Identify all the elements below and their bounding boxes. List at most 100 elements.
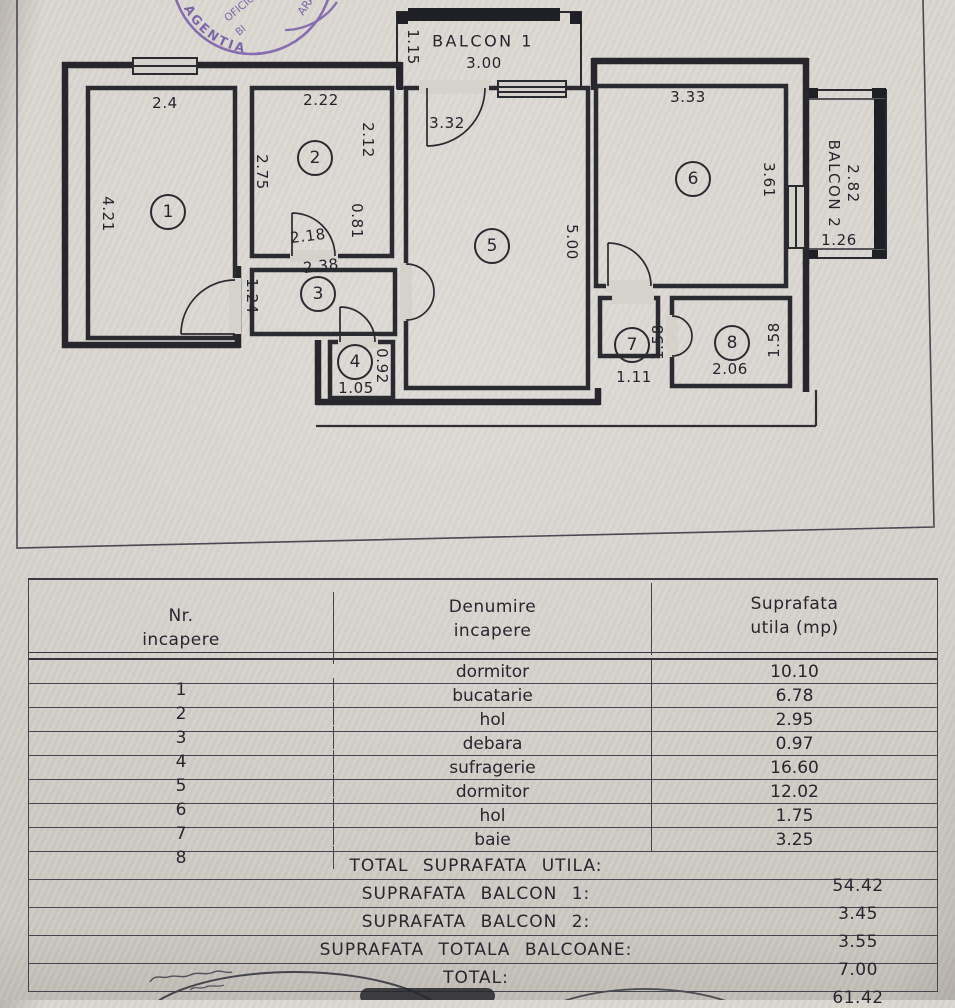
balcony2-width: 2.82 xyxy=(844,164,862,204)
header-double-line xyxy=(29,653,937,660)
dim-room6-width: 3.33 xyxy=(670,88,706,106)
total-label: SUPRAFATA BALCON 2: xyxy=(361,911,591,932)
room-number-4: 4 xyxy=(337,344,373,380)
balcony2-name: BALCON 2 xyxy=(825,139,843,229)
cell-name: dormitor xyxy=(334,780,652,803)
total-label: TOTAL SUPRAFATA UTILA: xyxy=(349,855,603,876)
cell-name: hol xyxy=(334,708,652,731)
dim-room1-height: 4.21 xyxy=(99,196,117,232)
cell-nr: 6 xyxy=(29,798,334,821)
handwriting-scribble-2 xyxy=(189,984,225,991)
stamp-fragment: ARA xyxy=(295,0,319,18)
cell-nr: 4 xyxy=(29,750,334,773)
header-nr-line2: incapere xyxy=(142,630,220,650)
cell-area: 16.60 xyxy=(770,757,819,778)
table-row: 8 baie 3.25 xyxy=(29,828,937,869)
dim-room2-left: 2.75 xyxy=(253,154,271,190)
round-stamp: AGENTIA OFICIU BI ARA xyxy=(174,0,338,56)
cell-name: baie xyxy=(334,828,652,851)
door-openings xyxy=(229,80,678,357)
table-row: 3 hol 2.95 xyxy=(29,708,937,749)
balcony2-depth: 1.26 xyxy=(821,231,857,249)
balcony1-width: 3.00 xyxy=(466,54,502,72)
cell-name: dormitor xyxy=(334,660,652,683)
total-value: 54.42 xyxy=(832,875,884,896)
dim-room3-left: 1.24 xyxy=(243,278,261,314)
header-suprafata: Suprafata utila (mp) xyxy=(652,580,937,652)
balcony1-depth: 1.15 xyxy=(404,29,422,65)
cell-nr: 8 xyxy=(29,846,334,869)
dim-room8-width: 2.06 xyxy=(712,360,748,378)
room-number-3: 3 xyxy=(300,276,336,312)
stamp-word1: OFICIU xyxy=(222,0,257,24)
table-row: 4 debara 0.97 xyxy=(29,732,937,773)
cell-name: debara xyxy=(334,732,652,755)
balcony2-outline xyxy=(805,88,887,259)
room-number-2: 2 xyxy=(297,140,333,176)
cell-nr: 1 xyxy=(29,678,334,701)
room-number-5: 5 xyxy=(474,228,510,264)
balcony2-label: 2.82 BALCON 2 xyxy=(824,140,862,229)
cell-nr: 5 xyxy=(29,774,334,797)
header-denumire-line2: incapere xyxy=(453,621,532,641)
dim-room2-inner: 0.81 xyxy=(348,203,366,239)
total-label: TOTAL: xyxy=(443,967,509,988)
cell-area: 1.75 xyxy=(775,805,814,826)
dim-room2-right: 2.12 xyxy=(359,122,377,158)
dim-room5-width: 3.32 xyxy=(429,114,465,132)
area-table: Nr. incapere Denumire incapere Suprafata… xyxy=(28,578,938,1008)
windows xyxy=(132,57,806,249)
handwriting-scribble xyxy=(149,970,233,983)
total-value: 7.00 xyxy=(838,959,878,980)
table-row: 1 dormitor 10.10 xyxy=(29,660,937,701)
bottom-stamps xyxy=(149,970,726,1000)
total-row-balcoane: SUPRAFATA TOTALA BALCOANE: 7.00 xyxy=(29,936,937,980)
total-value: 3.55 xyxy=(838,931,878,952)
dim-room1-width: 2.4 xyxy=(152,94,178,112)
total-label: SUPRAFATA TOTALA BALCOANE: xyxy=(319,939,633,960)
room-number-6: 6 xyxy=(675,161,711,197)
header-suprafata-line1: Suprafata xyxy=(750,594,839,614)
cell-area: 3.25 xyxy=(775,829,814,850)
table-row: 5 sufragerie 16.60 xyxy=(29,756,937,797)
dim-room4-height: 0.92 xyxy=(373,348,391,384)
total-row-balcon2: SUPRAFATA BALCON 2: 3.55 xyxy=(29,908,937,952)
dim-room2-width: 2.22 xyxy=(303,91,339,109)
dim-room7-width: 1.11 xyxy=(616,368,652,386)
outer-wall-lower-line xyxy=(316,390,818,428)
cell-area: 0.97 xyxy=(775,733,814,754)
page-border xyxy=(16,0,935,549)
room-number-8: 8 xyxy=(714,325,750,361)
table-row: 6 dormitor 12.02 xyxy=(29,780,937,821)
door-arcs xyxy=(180,87,693,357)
cell-name: hol xyxy=(334,804,652,827)
dim-room8-height: 1.58 xyxy=(765,322,783,358)
header-nr-line1: Nr. xyxy=(168,606,194,626)
header-suprafata-line2: utila (mp) xyxy=(750,618,839,638)
table-header-row: Nr. incapere Denumire incapere Suprafata… xyxy=(29,580,937,664)
floor-plan-drawing: AGENTIA OFICIU BI ARA xyxy=(16,0,935,549)
balcony1-label: BALCON 1 xyxy=(432,31,534,51)
ink-blot xyxy=(360,988,495,1000)
dim-room4-width: 1.05 xyxy=(338,379,374,397)
total-row-utila: TOTAL SUPRAFATA UTILA: 54.42 xyxy=(29,852,937,896)
header-denumire: Denumire incapere xyxy=(334,583,652,655)
cell-nr: 2 xyxy=(29,702,334,725)
cell-name: bucatarie xyxy=(334,684,652,707)
cell-area: 10.10 xyxy=(770,661,819,682)
total-label: SUPRAFATA BALCON 1: xyxy=(361,883,591,904)
oval-stamp-right xyxy=(564,988,726,1000)
oval-stamp-left xyxy=(157,971,433,1000)
total-value: 3.45 xyxy=(838,903,878,924)
dim-room7-height: 1.58 xyxy=(649,324,667,360)
cell-nr: 7 xyxy=(29,822,334,845)
cell-area: 6.78 xyxy=(775,685,814,706)
table-row: 7 hol 1.75 xyxy=(29,804,937,845)
total-row-balcon1: SUPRAFATA BALCON 1: 3.45 xyxy=(29,880,937,924)
cell-name: sufragerie xyxy=(334,756,652,779)
dim-room5-height: 5.00 xyxy=(563,224,581,260)
table-row: 2 bucatarie 6.78 xyxy=(29,684,937,725)
dim-room6-height: 3.61 xyxy=(760,162,778,198)
header-denumire-line1: Denumire xyxy=(448,597,537,617)
